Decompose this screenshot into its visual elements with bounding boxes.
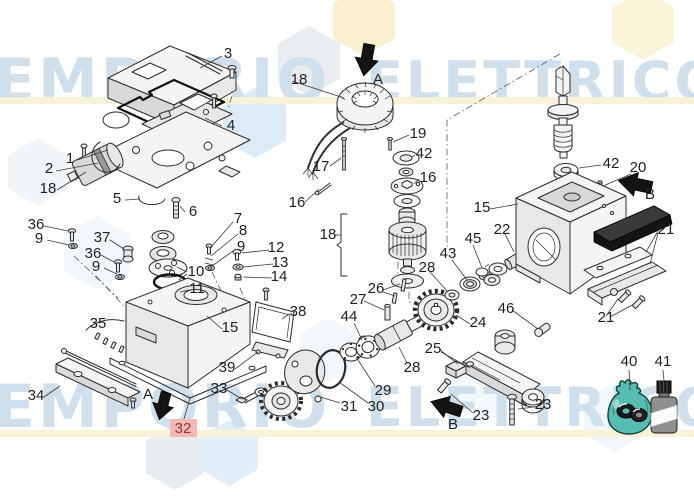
callout-part-46: 46 — [498, 300, 515, 317]
hexagon-shape — [278, 26, 340, 96]
callout-arrow-b-right: B — [645, 186, 655, 203]
callout-part-1: 1 — [66, 150, 74, 167]
callout-part-42-right: 42 — [603, 155, 620, 172]
callout-part-43: 43 — [440, 245, 457, 262]
rotor-column — [314, 137, 427, 289]
callout-part-12: 12 — [268, 239, 285, 256]
lubricant-bottle — [650, 380, 678, 434]
callout-part-16-middle: 16 — [420, 169, 437, 186]
callout-part-18-rotor: 18 — [320, 226, 337, 243]
callout-arrow-b-bottom: B — [448, 416, 458, 433]
callout-part-13: 13 — [272, 254, 289, 271]
callout-part-21-screws: 21 — [598, 309, 615, 326]
callout-part-5: 5 — [113, 190, 121, 207]
callout-part-42-left: 42 — [416, 145, 433, 162]
leader-lines — [43, 55, 665, 420]
callout-part-23-left: 23 — [473, 407, 490, 424]
callout-part-29: 29 — [375, 382, 392, 399]
direction-arrow-a-top — [354, 42, 379, 77]
callout-part-37: 37 — [94, 229, 111, 246]
callout-part-26: 26 — [368, 280, 385, 297]
drive-chain-assembly — [355, 248, 533, 359]
left-housing-assembly — [55, 277, 370, 421]
direction-arrow-a-bottom — [152, 390, 175, 421]
callout-arrow-a-top: A — [373, 71, 383, 88]
capacitor-clamp — [91, 141, 121, 173]
callout-part-6: 6 — [189, 203, 197, 220]
callout-part-15-left: 15 — [222, 319, 239, 336]
callout-part-9-middle: 9 — [237, 238, 245, 255]
callout-part-28-ring: 28 — [419, 259, 436, 276]
highlighted-callout-32[interactable]: 32 — [170, 419, 197, 437]
callout-part-22: 22 — [494, 221, 511, 238]
callout-part-18-stator: 18 — [291, 71, 308, 88]
callout-part-36-upper: 36 — [28, 216, 45, 233]
callout-part-33: 33 — [211, 380, 228, 397]
direction-arrow-b-right — [617, 171, 654, 197]
callout-part-41: 41 — [655, 353, 672, 370]
callout-arrow-a-bottom: A — [143, 386, 153, 403]
callout-part-17: 17 — [313, 158, 330, 175]
callout-part-2: 2 — [45, 160, 53, 177]
seal-kit-bag — [607, 379, 653, 435]
callout-part-34: 34 — [28, 387, 45, 404]
callout-part-30: 30 — [368, 398, 385, 415]
callout-labels: 3 18 4 1 2 18 17 5 6 16 36 9 7 8 9 37 12… — [28, 45, 675, 433]
callout-part-21-plates: 21 — [658, 221, 675, 238]
callout-part-27: 27 — [350, 291, 367, 308]
callout-part-39: 39 — [219, 359, 236, 376]
callout-part-24: 24 — [470, 314, 487, 331]
control-box-assembly — [66, 45, 251, 219]
callout-part-36-lower: 36 — [85, 245, 102, 262]
callout-part-11: 11 — [189, 280, 205, 297]
callout-part-45: 45 — [465, 230, 482, 247]
callout-part-15-right: 15 — [474, 199, 491, 216]
callout-part-18-capacitor: 18 — [40, 180, 57, 197]
callout-part-44: 44 — [341, 308, 358, 325]
callout-part-25: 25 — [425, 340, 442, 357]
callout-part-9-lower: 9 — [92, 258, 100, 275]
callout-part-16-left: 16 — [289, 194, 306, 211]
callout-part-38: 38 — [290, 303, 307, 320]
callout-part-9-upper: 9 — [35, 230, 43, 247]
callout-part-19: 19 — [410, 125, 427, 142]
callout-part-35: 35 — [90, 315, 107, 332]
capacitor — [66, 142, 124, 187]
callout-part-23-right: 23 — [535, 396, 552, 413]
callout-part-32-highlighted[interactable]: 32 — [175, 420, 192, 437]
callout-part-31: 31 — [341, 398, 358, 415]
callout-part-28-shaft: 28 — [404, 359, 421, 376]
stator-assembly — [302, 42, 394, 180]
callout-part-14: 14 — [271, 268, 288, 285]
direction-arrow-b-bottom — [430, 395, 464, 419]
callout-part-4: 4 — [227, 117, 235, 134]
callout-part-20: 20 — [630, 159, 647, 176]
left-fastener-column — [68, 228, 244, 299]
callout-part-8: 8 — [239, 222, 247, 239]
callout-part-10: 10 — [188, 263, 205, 280]
callout-part-7: 7 — [234, 210, 242, 227]
right-housing-assembly — [515, 65, 673, 310]
yellow-band-bottom — [0, 430, 694, 437]
release-lever-assembly — [430, 322, 551, 426]
callout-part-40: 40 — [621, 353, 638, 370]
callout-part-3: 3 — [224, 45, 232, 62]
